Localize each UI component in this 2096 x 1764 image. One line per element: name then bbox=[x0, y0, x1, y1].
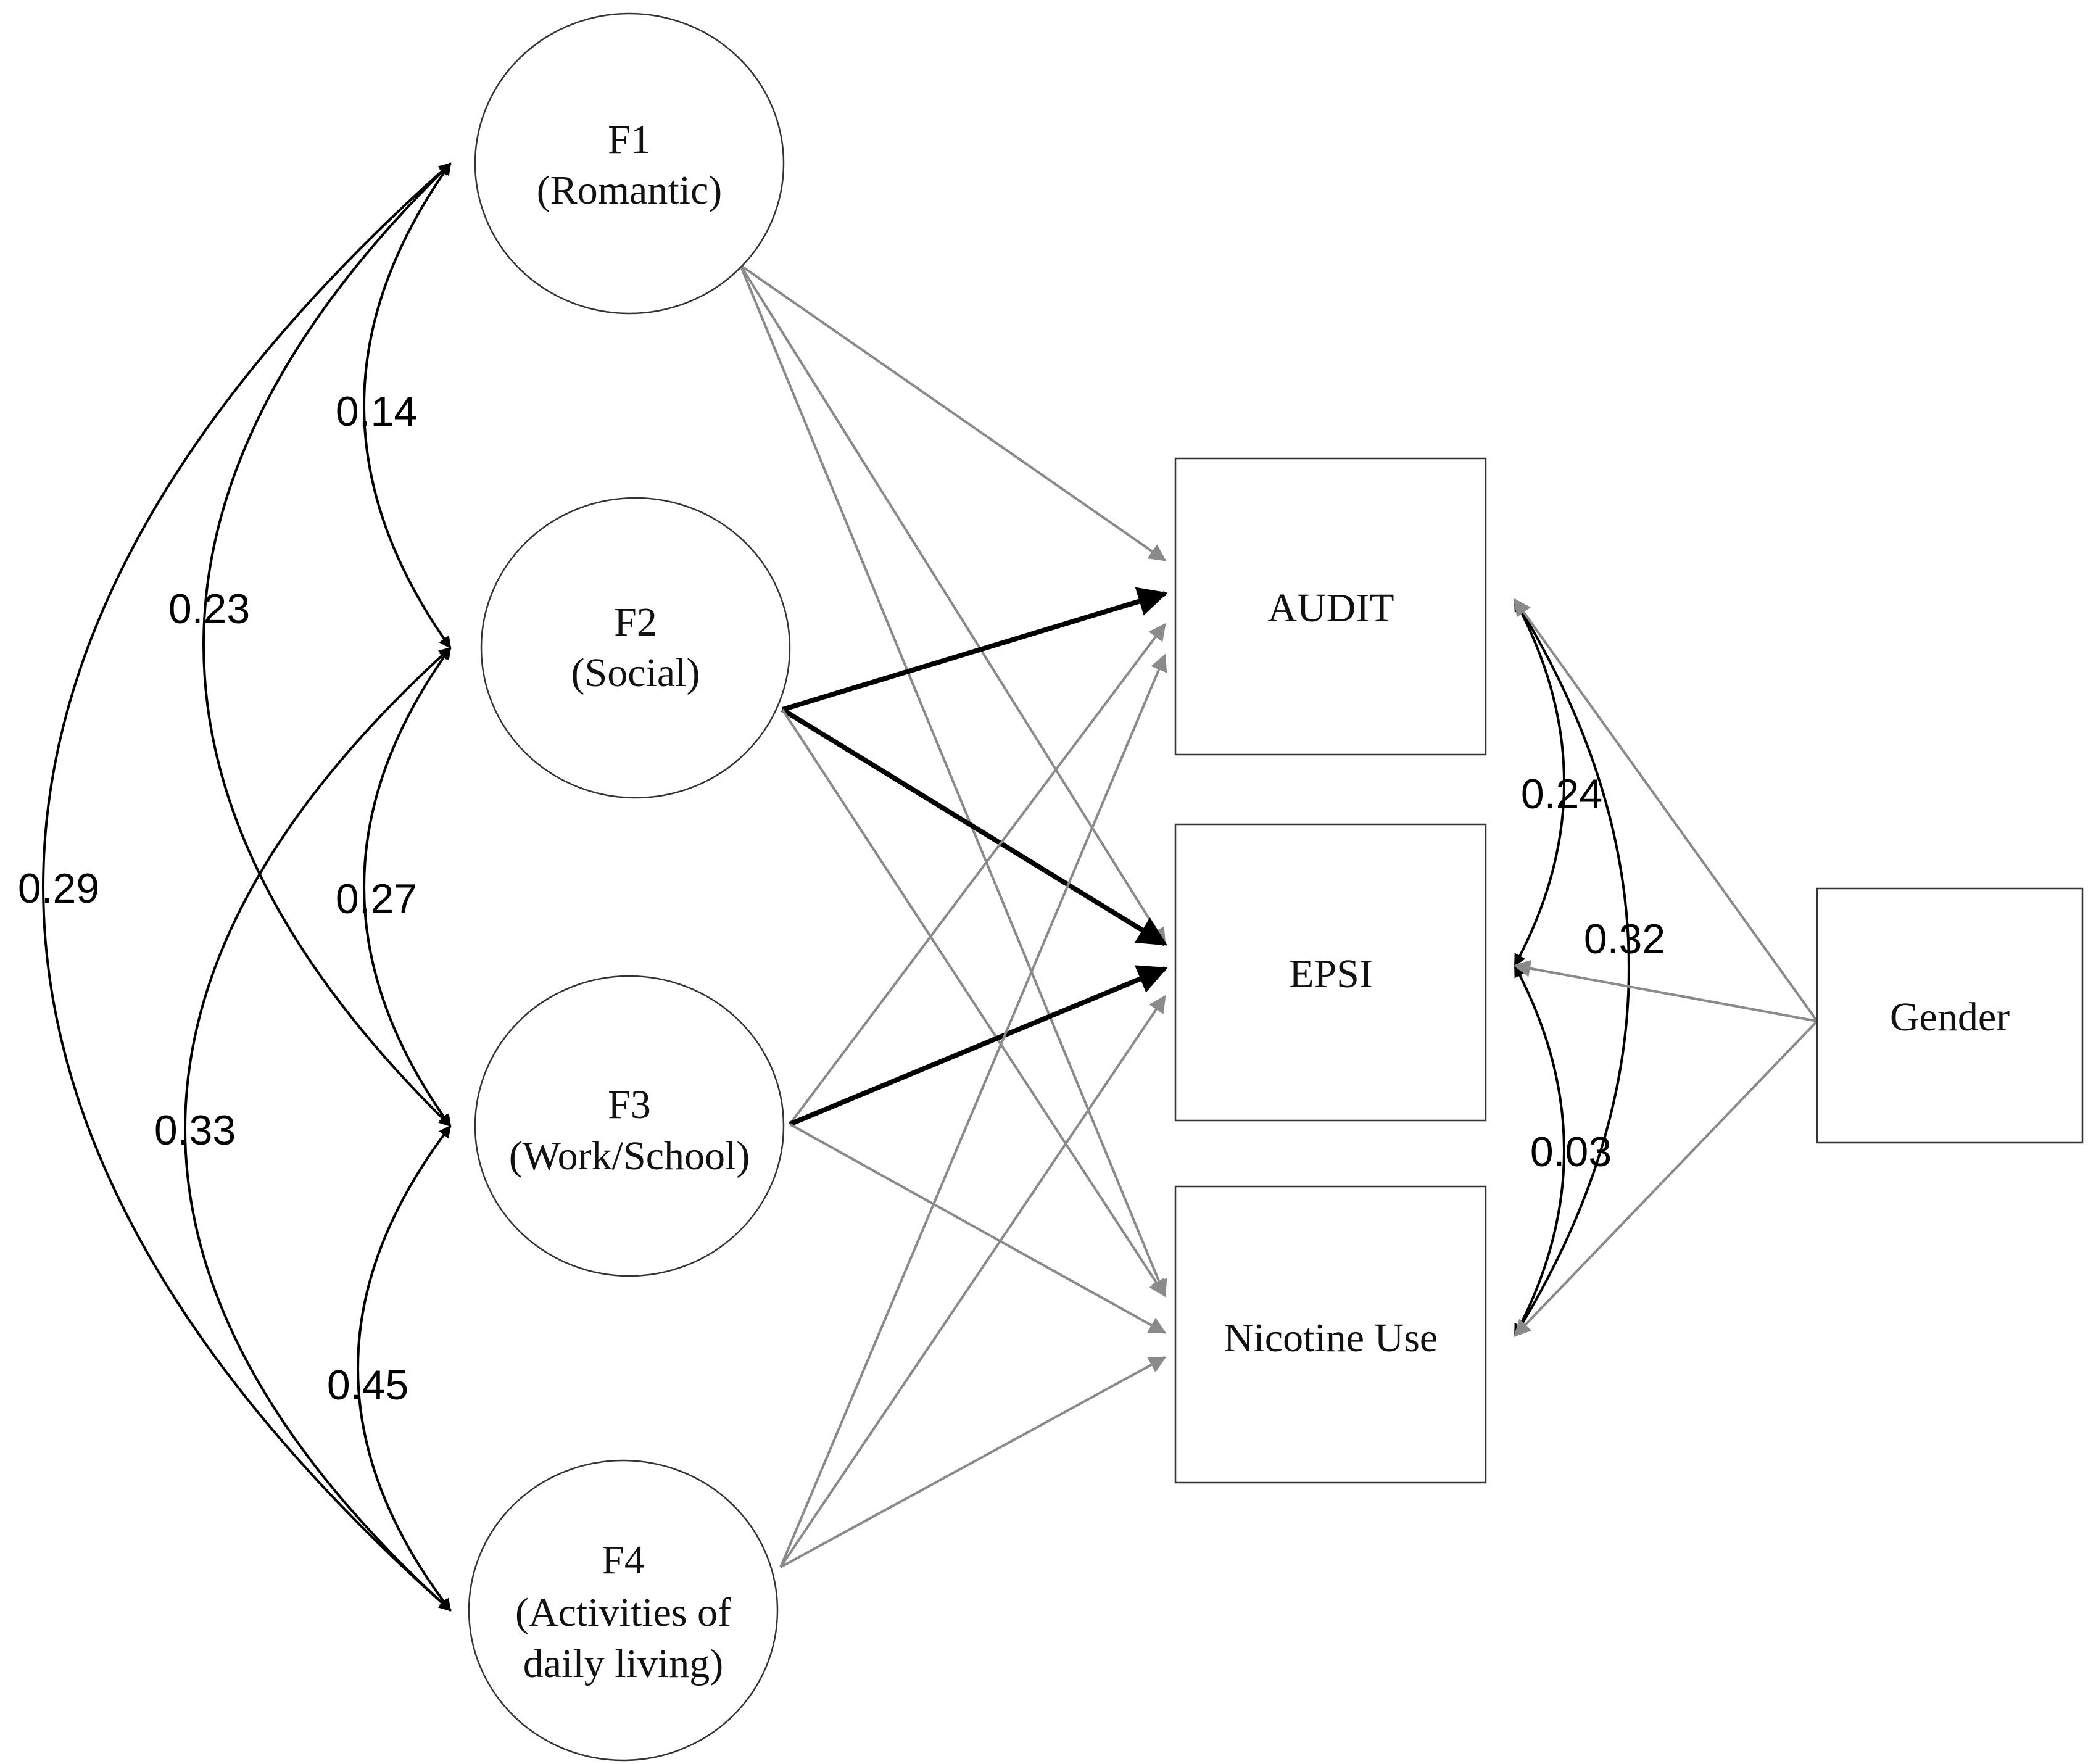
factor-f3-label: F3 bbox=[608, 1082, 651, 1127]
cov-label-epsi-nicotine: 0.03 bbox=[1530, 1128, 1612, 1175]
covariate-gender-label: Gender bbox=[1890, 995, 2010, 1040]
factor-node-f4: F4 (Activities of daily living) bbox=[468, 1459, 779, 1762]
path-f2-to-nic bbox=[781, 708, 1166, 1298]
path-f3-to-nic bbox=[789, 1123, 1167, 1334]
factor-f2-label: F2 bbox=[614, 600, 657, 645]
factor-f4-label: F4 bbox=[602, 1538, 645, 1583]
covariance-audit-nic bbox=[1514, 598, 1630, 1337]
factor-f1-sublabel: (Romantic) bbox=[537, 168, 723, 213]
cov-label-f2-f3: 0.27 bbox=[336, 876, 417, 922]
covariance-f1-f3 bbox=[202, 162, 452, 1127]
outcome-node-nicotine: Nicotine Use bbox=[1174, 1185, 1487, 1484]
covariance-audit-epsi bbox=[1514, 598, 1565, 967]
covariance-layer bbox=[42, 162, 1630, 1612]
factor-f4-sublabel-line1: (Activities of bbox=[515, 1590, 731, 1635]
factor-f3-sublabel: (Work/School) bbox=[509, 1133, 750, 1178]
outcome-node-epsi: EPSI bbox=[1174, 823, 1487, 1122]
factor-f1-label: F1 bbox=[608, 117, 651, 162]
path-f2-to-audit bbox=[781, 587, 1168, 712]
path-gender-to-audit bbox=[1514, 598, 1818, 1022]
outcome-epsi-label: EPSI bbox=[1289, 951, 1373, 996]
cov-label-f1-f4: 0.29 bbox=[18, 865, 99, 912]
path-f4-to-nic bbox=[780, 1356, 1167, 1568]
covariance-f1-f2 bbox=[363, 162, 452, 649]
path-f1-to-nic bbox=[739, 265, 1167, 1298]
path-f4-to-epsi bbox=[779, 995, 1166, 1568]
covariance-f3-f4 bbox=[357, 1125, 452, 1612]
factor-f4-sublabel-line2: daily living) bbox=[523, 1641, 723, 1686]
path-gender-to-nic bbox=[1514, 1020, 1818, 1338]
cov-label-f1-f2: 0.14 bbox=[336, 388, 417, 435]
path-f3-to-audit bbox=[789, 623, 1166, 1125]
cov-label-f2-f4: 0.33 bbox=[154, 1107, 236, 1154]
path-f3-to-epsi bbox=[789, 965, 1168, 1127]
path-f1-to-audit bbox=[739, 264, 1167, 561]
factor-node-f2: F2 (Social) bbox=[480, 497, 791, 799]
cov-label-f3-f4: 0.45 bbox=[327, 1362, 408, 1409]
factor-node-f3: F3 (Work/School) bbox=[474, 975, 785, 1277]
covariance-f2-f3 bbox=[363, 647, 452, 1127]
outcome-audit-label: AUDIT bbox=[1267, 586, 1394, 631]
covariance-labels: 0.14 0.27 0.45 0.23 0.33 0.29 0.24 0.03 … bbox=[18, 388, 1665, 1409]
cov-label-f1-f3: 0.23 bbox=[168, 586, 250, 632]
outcome-nicotine-label: Nicotine Use bbox=[1224, 1315, 1438, 1360]
factor-f2-sublabel: (Social) bbox=[571, 650, 700, 695]
covariance-f1-f4 bbox=[42, 162, 452, 1612]
covariate-node-gender: Gender bbox=[1816, 887, 2084, 1144]
cov-label-audit-epsi: 0.24 bbox=[1521, 771, 1602, 818]
path-f2-to-epsi bbox=[781, 707, 1168, 946]
factor-node-f1: F1 (Romantic) bbox=[474, 12, 785, 315]
covariance-f2-f4 bbox=[184, 647, 452, 1612]
covariance-epsi-nic bbox=[1514, 964, 1565, 1337]
path-f4-to-audit bbox=[779, 653, 1167, 1568]
cov-label-audit-nicotine: 0.32 bbox=[1584, 916, 1665, 963]
path-f1-to-epsi bbox=[739, 264, 1166, 946]
outcome-node-audit: AUDIT bbox=[1174, 457, 1487, 756]
regression-path-layer bbox=[739, 264, 1818, 1568]
path-gender-to-epsi bbox=[1513, 959, 1818, 1022]
